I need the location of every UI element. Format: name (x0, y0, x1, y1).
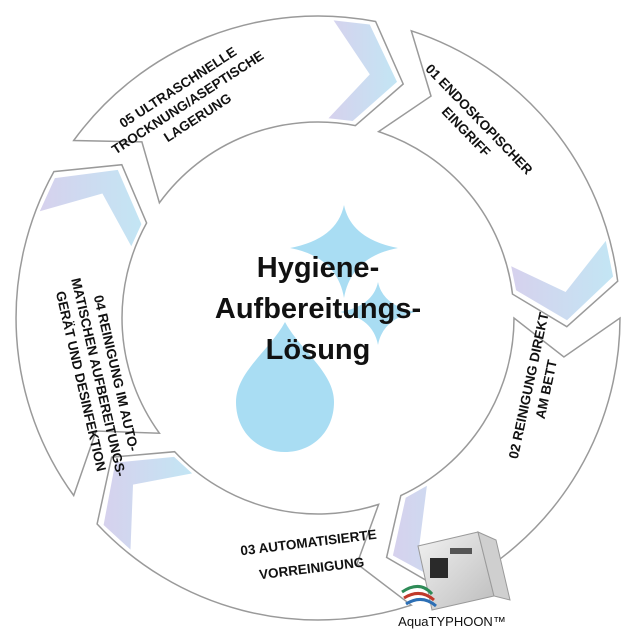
segment-accent-04 (39, 169, 142, 247)
product-label: AquaTYPHOON™ (398, 614, 506, 629)
cycle-segment-04 (15, 163, 161, 498)
segment-accent-01 (511, 240, 614, 321)
cycle-ring (15, 15, 621, 621)
center-title: Hygiene- Aufbereitungs- Lösung (215, 252, 421, 366)
aquatyphoon-device (401, 531, 511, 611)
center-artwork (236, 205, 416, 452)
sparkle-large-icon (290, 205, 398, 298)
center-title-line: Aufbereitungs- (215, 293, 421, 325)
center-title-line: Lösung (266, 334, 371, 366)
cycle-segment-05 (72, 15, 405, 205)
segment-accent-03 (103, 456, 193, 550)
sparkle-small-icon (340, 282, 416, 345)
water-drop-icon (236, 322, 334, 452)
center-title-line: Hygiene- (257, 252, 379, 284)
cycle-segment-01 (376, 29, 619, 328)
cycle-segment-03 (96, 450, 413, 621)
segment-accent-05 (328, 20, 397, 121)
